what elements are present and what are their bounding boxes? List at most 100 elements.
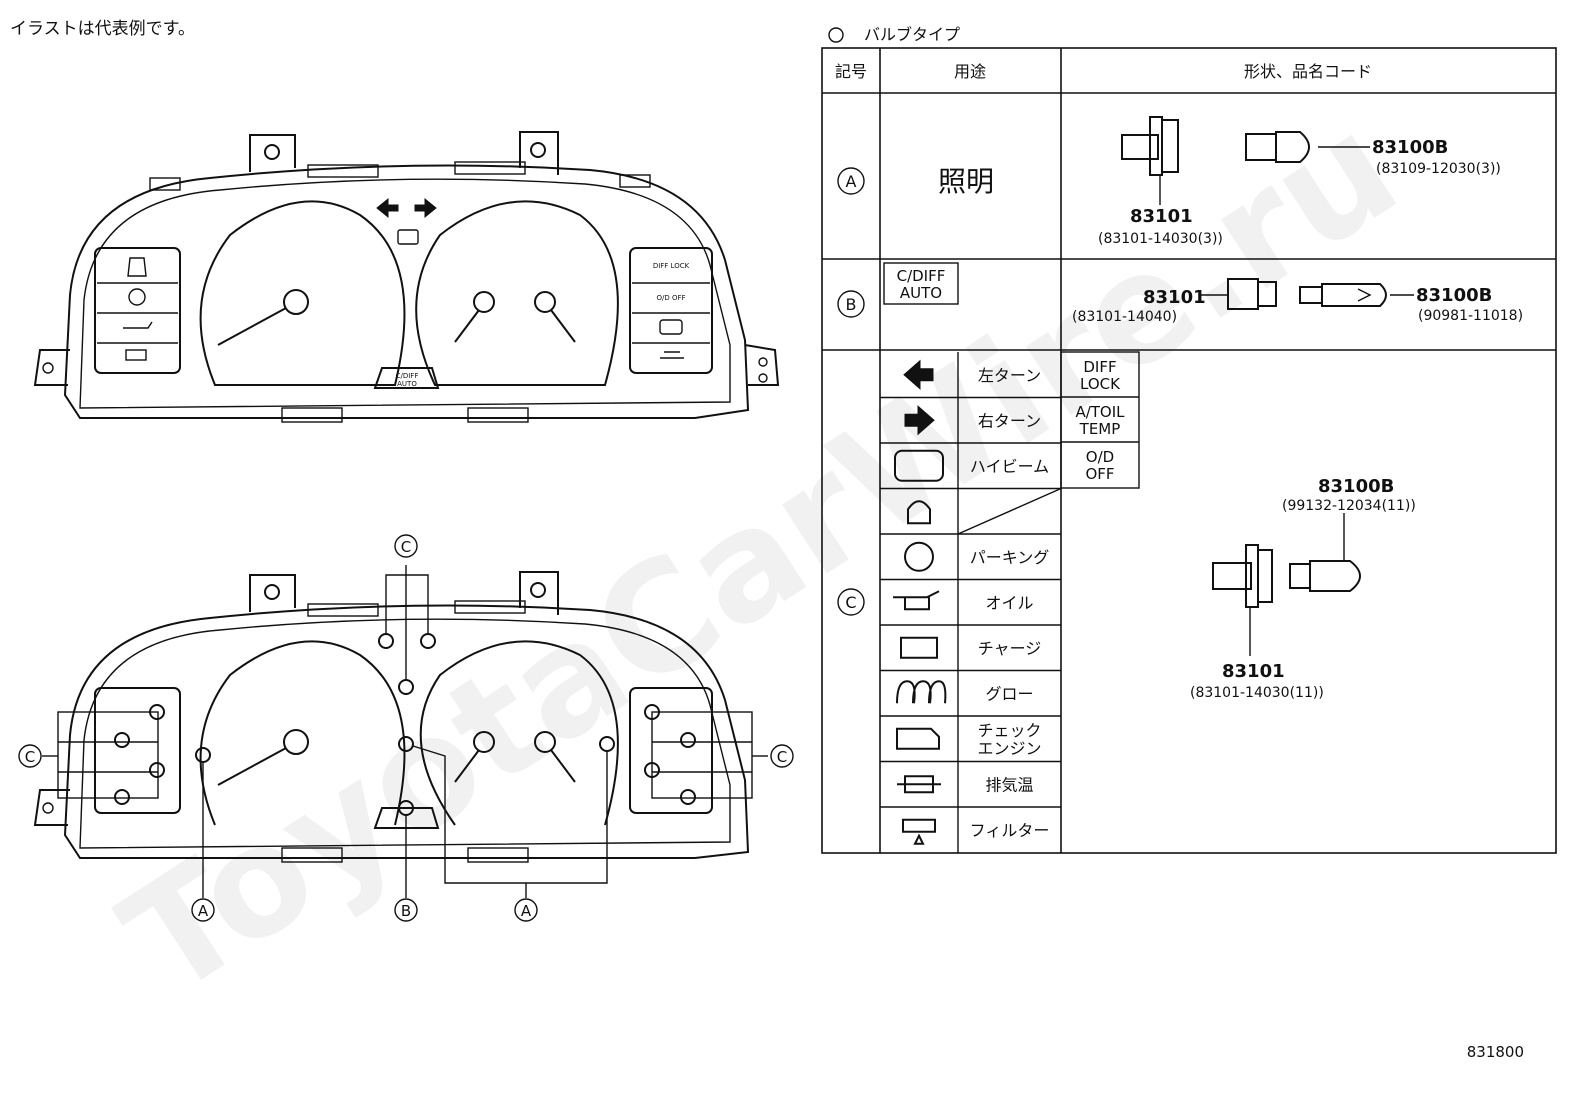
right-gauge-needle-2 [550,309,576,343]
connector-top [307,164,379,178]
mount-tab-right [519,571,559,615]
mount-tab-left [249,574,296,612]
rear-left-gauge [199,640,406,826]
row-c-symbol: C [845,593,856,612]
connector-bottom [467,847,529,863]
rear-right-needle-2 [550,749,576,783]
row-c-symbol-circle [837,588,865,616]
row-a-socket-part: (83101-14030(3)) [1098,231,1223,247]
mount-hole [264,584,280,600]
bulb-socket-c [114,789,130,805]
callout-circle-c-right [770,744,794,768]
leader-line-a-right [412,745,608,898]
row-b-symbol-circle [837,290,865,318]
row-c-socket-code: 83101 [1222,661,1285,682]
connector-bottom [281,407,343,423]
row-c-label-high-beam: ハイビーム [970,457,1049,476]
check-engine-icon [659,319,683,335]
mount-hole [42,362,54,374]
rear-left-warning-panel [94,687,181,814]
lamp-diff-lock-1: DIFF [1083,358,1116,376]
row-c-empty-cell-diagonal [957,487,1062,535]
mount-tab-left [249,134,296,172]
right-gauge-needle [454,309,480,343]
right-bulb-group-frame [651,711,753,799]
check-engine-icon [896,727,940,750]
header-symbol: 記号 [835,62,867,81]
mount-hole [264,144,280,160]
rear-right-needle-hub-2 [534,731,556,753]
callouts: C C C A B A [18,534,794,922]
rear-right-needle [454,749,480,783]
row-a-symbol: A [846,172,857,191]
fuel-filter-icon [902,818,936,845]
bulb-socket-c [644,762,660,778]
row-b-symbol: B [846,295,857,314]
row-c-label-left-turn-arrow: 左ターン [978,366,1041,385]
header-use: 用途 [954,62,986,81]
side-tab-left [33,349,70,386]
right-turn-arrow-icon [904,405,935,436]
lamp-od-off-1: O/D [1086,448,1114,466]
connector-top [454,600,526,614]
row-c-bulb-part: (99132-12034(11)) [1282,498,1416,514]
row-c-label-oil-pressure: オイル [985,593,1033,612]
row-c-label-exhaust-temperature: 排気温 [985,775,1033,794]
row-b-socket-drawing [1200,278,1277,310]
bulb-socket-a [398,736,414,752]
left-turn-arrow-icon [376,197,399,219]
parking-brake-icon [128,288,146,306]
left-bulb-group-frame [57,711,159,799]
cluster-outer-housing [63,164,750,419]
connector-bottom [467,407,529,423]
row-b-use-box [883,262,959,305]
watermark: ToyotaCarWire.ru [95,81,1427,1030]
callout-a-right: A [521,902,532,920]
row-b-bulb-code: 83100B [1416,285,1492,306]
mount-hole [758,357,768,367]
left-gauge-needle [217,307,287,346]
table-border [821,47,1557,854]
lamp-diff-lock-2: LOCK [1080,375,1121,393]
oil-pressure-icon [893,590,940,611]
mount-hole [530,582,546,598]
connector-bottom [281,847,343,863]
row-a-use: 照明 [938,165,994,198]
rear-left-needle [217,747,287,786]
row-a-socket-drawing [1121,116,1179,205]
lamp-at-oil-1: A/TOIL [1075,403,1125,421]
text-lamp-box [1060,351,1140,489]
bulb-socket-a [195,747,211,763]
connector-top [149,177,181,191]
rear-right-needle-hub [473,731,495,753]
right-gauge-needle-hub-2 [534,291,556,313]
row-c-label-check-engine: エンジン [977,739,1041,758]
cdiff-button-label-1: C/DIFF [396,372,419,380]
bulb-type-table: バルブタイプ 記号 用途 形状、品名コード A 照明 83101 (83101-… [821,25,1557,854]
leader-line-c-top [385,565,429,680]
rear-cdiff-button [373,807,440,829]
rear-cluster-outer-housing [63,604,750,859]
table-title-circle-icon [828,27,844,43]
callout-circle-b [394,898,418,922]
callout-circle-c-top [394,534,418,558]
callout-c-right: C [777,748,787,766]
seatbelt-warning-icon [907,500,931,525]
cdiff-button-label-2: AUTO [397,380,417,388]
bulb-socket-c [420,633,436,649]
row-c-label-check-engine: チェック [977,721,1041,740]
callout-a-left: A [198,902,209,920]
row-b-use-line2: AUTO [900,284,942,302]
connector-top [619,174,651,188]
bulb-socket-c [378,633,394,649]
bulb-socket-c [114,732,130,748]
exhaust-temperature-icon [897,775,941,794]
side-tab-left [33,789,70,826]
row-c-label-glow-plug: グロー [985,684,1033,703]
row-c-label-charge-battery: チャージ [978,639,1042,658]
oil-pressure-icon [123,321,153,329]
row-b-use-line1: C/DIFF [897,267,946,285]
mount-tab-right [519,131,559,175]
high-beam-icon [894,449,944,482]
